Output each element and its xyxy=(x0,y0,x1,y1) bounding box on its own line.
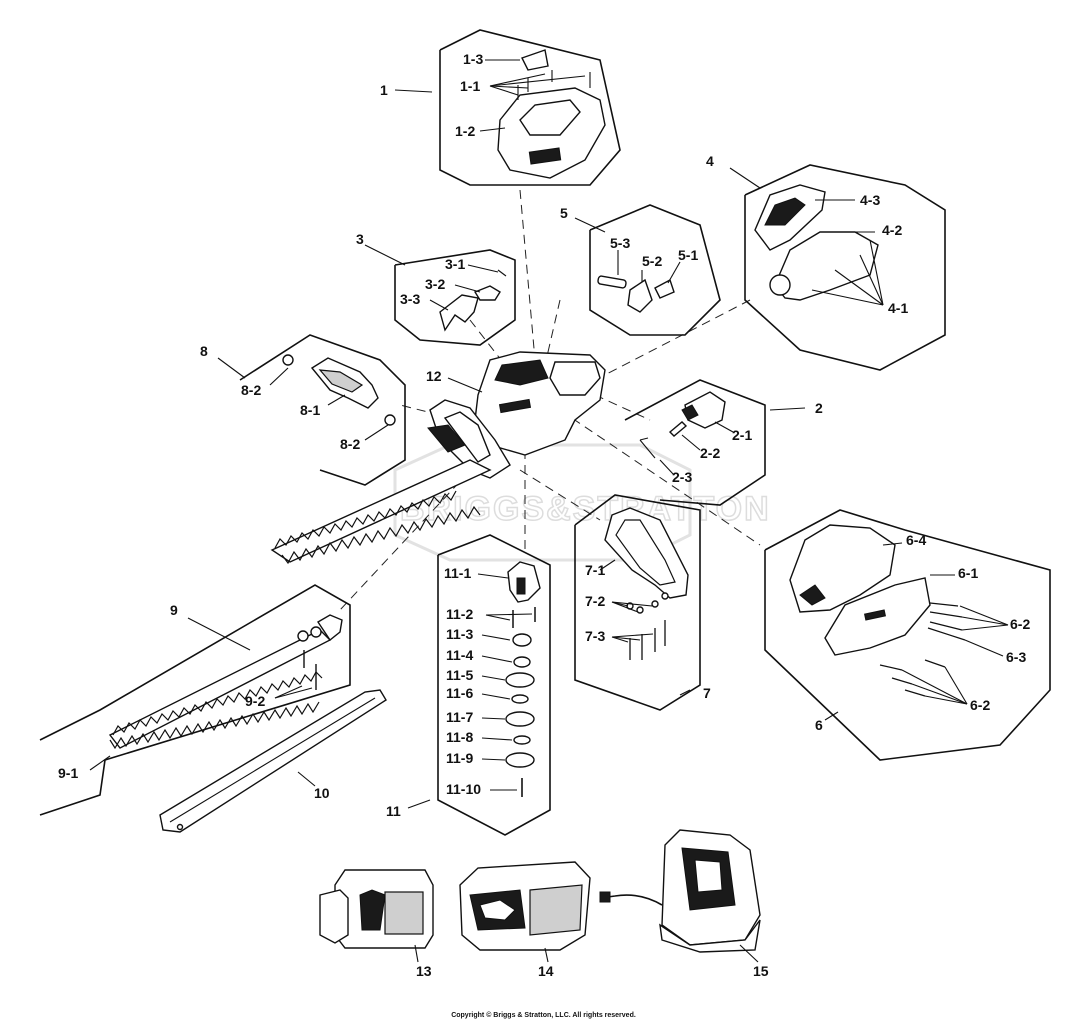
callout-1: 1 xyxy=(380,82,388,98)
callout-3-1: 3-1 xyxy=(445,256,465,272)
callout-11-7: 11-7 xyxy=(446,709,473,725)
callout-5-3: 5-3 xyxy=(610,235,630,251)
callout-2-3: 2-3 xyxy=(672,469,692,485)
callout-10: 10 xyxy=(314,785,330,801)
callout-11-4: 11-4 xyxy=(446,647,473,663)
callout-6-2a: 6-2 xyxy=(1010,616,1030,632)
part-15-charger: 15 xyxy=(599,829,769,979)
callout-13: 13 xyxy=(416,963,432,979)
callout-3: 3 xyxy=(356,231,364,247)
group-5-trigger: 5 5-3 5-2 5-1 xyxy=(560,204,721,336)
callout-6-2b: 6-2 xyxy=(970,697,990,713)
group-10-blade-cover: 10 xyxy=(159,689,387,833)
group-3-switch: 3 3-1 3-2 3-3 xyxy=(356,231,516,346)
callout-11-10: 11-10 xyxy=(446,781,481,797)
group-11-gear-hardware: 11-1 11-2 11-3 11-4 11-5 11-6 11-7 11-8 … xyxy=(386,534,551,836)
callout-1-3: 1-3 xyxy=(463,51,483,67)
callout-15: 15 xyxy=(753,963,769,979)
callout-11-2: 11-2 xyxy=(446,606,473,622)
watermark-text: BRIGGS&STRATTON xyxy=(400,490,771,528)
callout-5-2: 5-2 xyxy=(642,253,662,269)
group-4-rear-handle: 4 4-3 4-2 4-1 xyxy=(706,153,946,371)
callout-8: 8 xyxy=(200,343,208,359)
callout-11-1: 11-1 xyxy=(444,565,471,581)
callout-4-1: 4-1 xyxy=(888,300,908,316)
callout-3-3: 3-3 xyxy=(400,291,420,307)
callout-4-2: 4-2 xyxy=(882,222,902,238)
part-13-battery-small: 13 xyxy=(319,869,434,979)
callout-6-1: 6-1 xyxy=(958,565,978,581)
callout-2-1: 2-1 xyxy=(732,427,752,443)
callout-3-2: 3-2 xyxy=(425,276,445,292)
callout-11-5: 11-5 xyxy=(446,667,473,683)
callout-1-1: 1-1 xyxy=(460,78,480,94)
callout-9-1: 9-1 xyxy=(58,765,78,781)
callout-4-3: 4-3 xyxy=(860,192,880,208)
group-8-hand-guard: 8 8-2 8-1 8-2 xyxy=(200,334,406,486)
callout-9: 9 xyxy=(170,602,178,618)
callout-6-3: 6-3 xyxy=(1006,649,1026,665)
callout-5-1: 5-1 xyxy=(678,247,698,263)
part-14-battery-large: 14 xyxy=(459,861,591,979)
callout-6: 6 xyxy=(815,717,823,733)
callout-2: 2 xyxy=(815,400,823,416)
copyright-notice: Copyright © Briggs & Stratton, LLC. All … xyxy=(451,1012,636,1019)
callout-4: 4 xyxy=(706,153,714,169)
callout-11: 11 xyxy=(386,803,401,819)
callout-5: 5 xyxy=(560,205,568,221)
callout-11-6: 11-6 xyxy=(446,685,473,701)
watermark: BRIGGS&STRATTON xyxy=(393,443,771,562)
callout-7-1: 7-1 xyxy=(585,562,605,578)
callout-11-9: 11-9 xyxy=(446,750,473,766)
callout-11-8: 11-8 xyxy=(446,729,473,745)
callout-8-1: 8-1 xyxy=(300,402,320,418)
callout-7-3: 7-3 xyxy=(585,628,605,644)
callout-8-2b: 8-2 xyxy=(340,436,360,452)
callout-2-2: 2-2 xyxy=(700,445,720,461)
group-2-switch-module: 2 2-1 2-2 2-3 xyxy=(624,379,823,506)
group-12-main-unit: 12 xyxy=(270,351,606,565)
callout-12: 12 xyxy=(426,368,442,384)
callout-7-2: 7-2 xyxy=(585,593,605,609)
callout-6-4: 6-4 xyxy=(906,532,926,548)
group-1-cover: 1 1-3 1-1 1-2 xyxy=(380,29,621,186)
group-6-housing: 6 6-4 6-1 6-2 6-3 6-2 xyxy=(764,509,1051,761)
group-7-front-handle: 7-1 7-2 7-3 7 xyxy=(574,494,711,711)
group-9-blade-assembly: 9 9-2 9-1 xyxy=(39,584,351,816)
callout-8-2a: 8-2 xyxy=(241,382,261,398)
callout-1-2: 1-2 xyxy=(455,123,475,139)
callout-7: 7 xyxy=(703,685,711,701)
callout-14: 14 xyxy=(538,963,554,979)
callout-9-2: 9-2 xyxy=(245,693,265,709)
callout-11-3: 11-3 xyxy=(446,626,473,642)
